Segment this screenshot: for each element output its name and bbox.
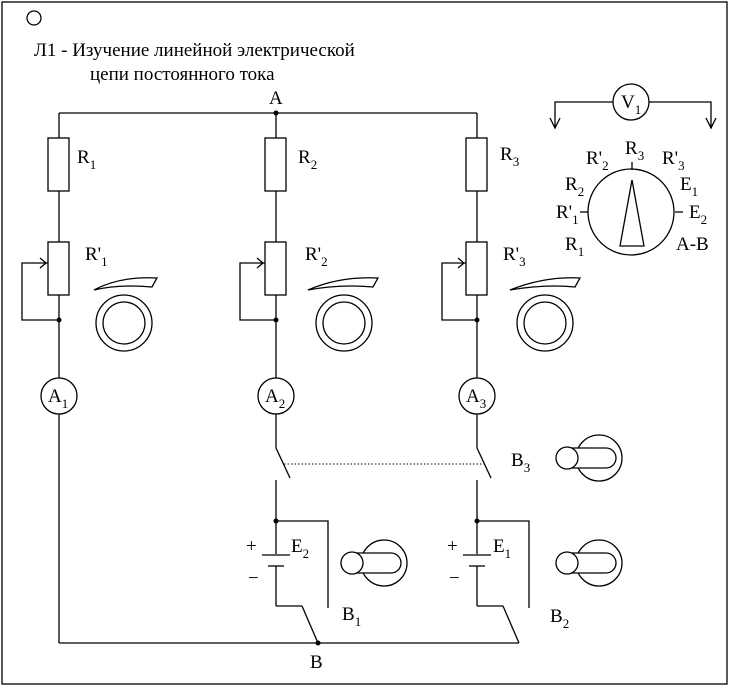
- selector-r3: R3: [625, 138, 644, 163]
- resistor-r3-label: R3: [500, 144, 519, 169]
- selector-r2: R2: [565, 174, 584, 199]
- rheostat-r1p-label: R'1: [85, 244, 108, 269]
- rheostat-r1p-knob[interactable]: [93, 277, 159, 352]
- resistor-r3: [465, 137, 488, 192]
- toggle-b1-handle[interactable]: [340, 539, 408, 587]
- source-e1-minus: −: [449, 568, 460, 589]
- node-b-label: B: [310, 652, 323, 673]
- top-bus: [59, 110, 477, 116]
- source-e2-minus: −: [248, 568, 259, 589]
- selector-r3p: R'3: [662, 148, 685, 173]
- resistor-r2-label: R2: [298, 147, 317, 172]
- rheostat-r1p: [47, 241, 70, 296]
- switch-b3-blade-1: [275, 447, 291, 479]
- selector-r1: R1: [565, 234, 584, 259]
- switch-b1-label: B1: [342, 604, 361, 629]
- selector-switch[interactable]: [580, 162, 683, 256]
- diagram-title-line1: Л1 - Изучение линейной электрической: [34, 40, 355, 61]
- selector-e1: E1: [680, 174, 698, 199]
- switch-b1-blade: [301, 605, 319, 644]
- voltmeter-v1: [549, 83, 717, 130]
- node-a-label: A: [269, 88, 283, 109]
- rheostat-r2p: [264, 241, 287, 296]
- selector-ab: A-B: [676, 234, 709, 255]
- resistor-r1-label: R1: [77, 147, 96, 172]
- selector-e2: E2: [689, 202, 707, 227]
- switch-b2-blade: [502, 605, 520, 644]
- rheostat-r3p-label: R'3: [503, 244, 526, 269]
- switch-b3-label: B3: [511, 450, 530, 475]
- resistor-r2: [264, 137, 287, 192]
- ammeter-a2-label: A2: [265, 386, 285, 411]
- branch-2: [239, 113, 329, 646]
- selector-r2p: R'2: [586, 148, 609, 173]
- toggle-b3-handle[interactable]: [555, 434, 623, 482]
- rheostat-r2p-label: R'2: [305, 244, 328, 269]
- rheostat-r2p-knob[interactable]: [307, 277, 380, 352]
- source-e1-label: E1: [493, 536, 511, 561]
- diagram-title-line2: цепи постоянного тока: [90, 64, 275, 85]
- switch-b3-blade-2: [476, 447, 492, 479]
- voltmeter-v1-label: V1: [621, 92, 641, 117]
- source-e2-label: E2: [291, 536, 309, 561]
- rheostat-r3p: [465, 241, 488, 296]
- source-e2-plus: +: [246, 536, 257, 557]
- branch-1: [21, 113, 78, 643]
- ammeter-a3-label: A3: [466, 386, 486, 411]
- branch-3: [441, 113, 530, 644]
- ammeter-a1-label: A1: [48, 386, 68, 411]
- rheostat-r3p-knob[interactable]: [509, 277, 582, 352]
- source-e1-plus: +: [447, 536, 458, 557]
- resistor-r1: [47, 137, 70, 192]
- toggle-b2-handle[interactable]: [555, 539, 623, 587]
- indicator-lamp-icon: [26, 10, 42, 26]
- switch-b2-label: B2: [550, 606, 569, 631]
- selector-r1p: R'1: [556, 202, 579, 227]
